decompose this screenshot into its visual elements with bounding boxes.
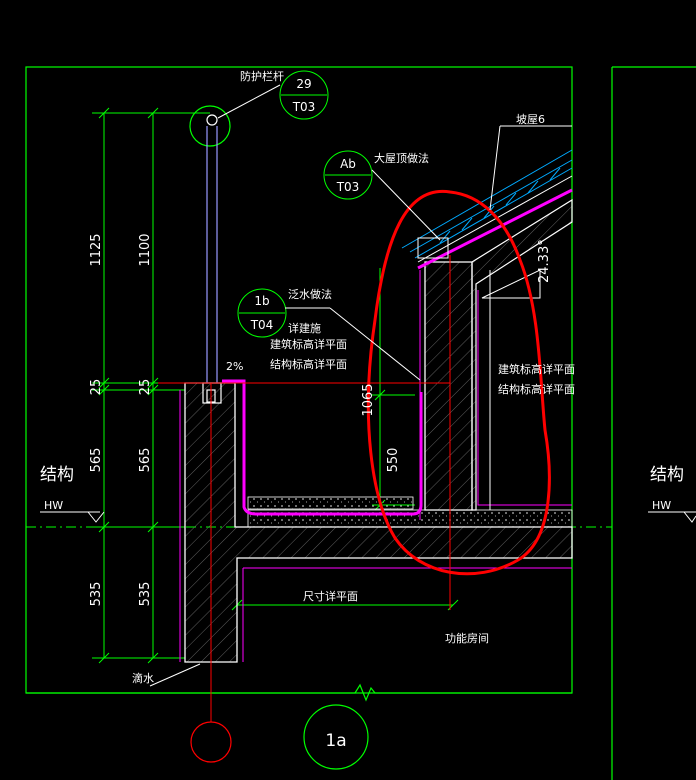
dim-outer-1125: 1125 xyxy=(89,233,104,266)
dim-inner-565: 565 xyxy=(138,448,153,473)
hw-marker-left xyxy=(40,511,105,523)
waterproof-layer xyxy=(222,188,573,516)
svg-text:T03: T03 xyxy=(336,180,360,194)
struct-plan-label-right: 结构标高详平面 xyxy=(498,382,575,396)
hw-marker-right xyxy=(648,511,696,523)
large-roof-label: 大屋顶做法 xyxy=(374,151,429,165)
detail-bubble-1a: 1a xyxy=(303,704,369,770)
structure-label-left: 结构 xyxy=(40,465,74,485)
dim-outer-25: 25 xyxy=(89,379,104,396)
drawing-frame xyxy=(25,66,696,780)
detail-bubble-29: 29 T03 xyxy=(217,70,329,120)
size-plan-label: 尺寸详平面 xyxy=(303,589,358,603)
flashing-label: 泛水做法 xyxy=(288,287,332,301)
svg-text:T04: T04 xyxy=(250,318,274,332)
slope-indicator xyxy=(481,269,541,299)
room-label: 功能房间 xyxy=(445,631,489,645)
slope-label: 2% xyxy=(226,360,243,373)
hw-label-right: HW xyxy=(652,499,671,512)
arch-plan-label-left: 建筑标高详平面 xyxy=(270,337,347,351)
railing-label: 防护栏杆 xyxy=(240,69,284,83)
dim-inner-25: 25 xyxy=(138,379,153,396)
dim-inner-1100: 1100 xyxy=(138,233,153,266)
detail-pre-label: 详建施 xyxy=(288,321,321,335)
angle-label: 24.33° xyxy=(537,239,552,283)
railing xyxy=(189,105,231,404)
markup-ellipse xyxy=(366,189,551,576)
svg-text:1b: 1b xyxy=(254,294,269,308)
arch-plan-label-right: 建筑标高详平面 xyxy=(498,362,575,376)
structure-label-right: 结构 xyxy=(650,465,684,485)
svg-text:T03: T03 xyxy=(292,100,316,114)
dim-outer-535: 535 xyxy=(89,582,104,607)
hw-label-left: HW xyxy=(44,499,63,512)
detail-bubble-ab: Ab T03 xyxy=(323,150,441,241)
struct-plan-label-left: 结构标高详平面 xyxy=(270,357,347,371)
dim-gutter-550: 550 xyxy=(386,448,401,473)
dim-gutter-1065: 1065 xyxy=(361,383,376,416)
dim-inner-535: 535 xyxy=(138,582,153,607)
detail-bubble-1b: 1b T04 xyxy=(237,288,421,381)
svg-text:Ab: Ab xyxy=(340,157,356,171)
slope-roof-label: 坡屋6 xyxy=(516,113,545,126)
axis-bubble xyxy=(190,721,232,763)
dim-outer-565: 565 xyxy=(89,448,104,473)
gutter-edge xyxy=(417,237,449,259)
svg-text:29: 29 xyxy=(296,77,311,91)
concrete-structure xyxy=(179,198,573,663)
leader-lines xyxy=(158,255,451,722)
drip-label: 滴水 xyxy=(132,671,154,685)
svg-text:1a: 1a xyxy=(325,731,346,751)
